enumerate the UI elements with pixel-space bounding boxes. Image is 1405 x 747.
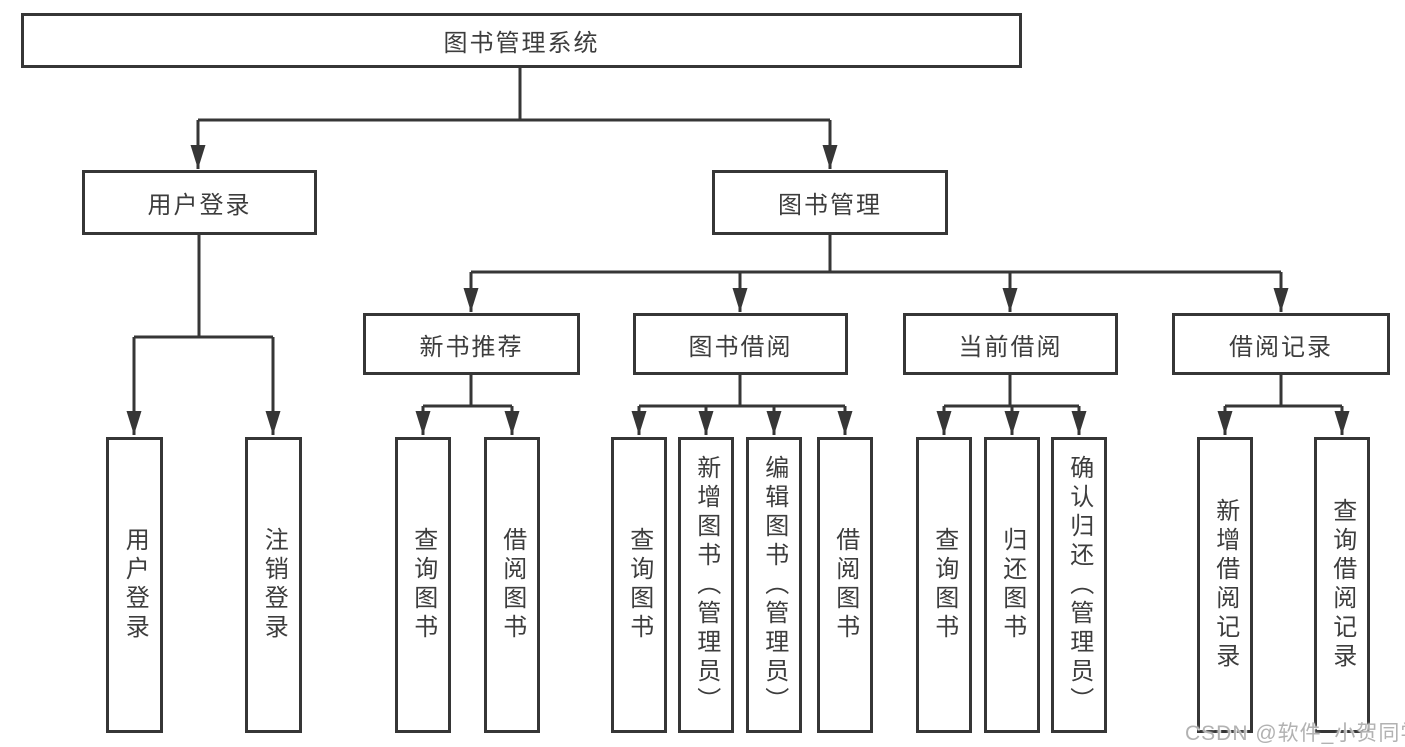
leaf-br-add-record: 新增借阅记录 — [1197, 437, 1253, 733]
leaf-nbr-query-books: 查询图书 — [395, 437, 451, 733]
leaf-cb-return-books: 归还图书 — [984, 437, 1040, 733]
leaf-br-add-record-label: 新增借阅记录 — [1211, 498, 1239, 672]
leaf-br-query-record: 查询借阅记录 — [1314, 437, 1370, 733]
leaf-cb-confirm-return-admin: 确认归还（管理员） — [1051, 437, 1107, 733]
leaf-user-login: 用户登录 — [106, 437, 163, 733]
node-current-borrowing-label: 当前借阅 — [958, 333, 1063, 361]
leaf-bb-add-books-admin: 新增图书（管理员） — [678, 437, 734, 733]
leaf-bb-add-books-admin-label: 新增图书（管理员） — [692, 454, 720, 716]
leaf-user-login-label: 用户登录 — [121, 527, 149, 643]
leaf-cb-confirm-return-admin-label: 确认归还（管理员） — [1065, 454, 1093, 716]
leaf-cb-query-books-label: 查询图书 — [930, 527, 958, 643]
node-book-management: 图书管理 — [712, 170, 948, 235]
leaf-logout-label: 注销登录 — [260, 527, 288, 643]
watermark: CSDN @软件_小贺同学 — [1185, 722, 1405, 745]
node-book-management-label: 图书管理 — [778, 192, 882, 219]
leaf-bb-edit-books-admin-label: 编辑图书（管理员） — [760, 454, 788, 716]
node-book-borrowing-label: 图书借阅 — [688, 333, 793, 361]
leaf-bb-borrow-books-label: 借阅图书 — [831, 527, 859, 643]
leaf-bb-edit-books-admin: 编辑图书（管理员） — [746, 437, 802, 733]
node-current-borrowing: 当前借阅 — [903, 313, 1118, 375]
leaf-cb-query-books: 查询图书 — [916, 437, 972, 733]
node-root: 图书管理系统 — [21, 13, 1022, 68]
node-borrowing-records: 借阅记录 — [1172, 313, 1390, 375]
leaf-nbr-borrow-books: 借阅图书 — [484, 437, 540, 733]
node-new-book-recommendation: 新书推荐 — [363, 313, 580, 375]
leaf-logout: 注销登录 — [245, 437, 302, 733]
node-new-book-recommendation-label: 新书推荐 — [419, 333, 524, 361]
leaf-br-query-record-label: 查询借阅记录 — [1328, 498, 1356, 672]
node-root-label: 图书管理系统 — [443, 30, 600, 57]
leaf-bb-query-books: 查询图书 — [611, 437, 667, 733]
leaf-nbr-query-books-label: 查询图书 — [409, 527, 437, 643]
node-borrowing-records-label: 借阅记录 — [1229, 333, 1333, 361]
leaf-bb-borrow-books: 借阅图书 — [817, 437, 873, 733]
leaf-nbr-borrow-books-label: 借阅图书 — [498, 527, 526, 643]
node-user-login-label: 用户登录 — [147, 192, 252, 219]
leaf-bb-query-books-label: 查询图书 — [625, 527, 653, 643]
node-user-login: 用户登录 — [82, 170, 317, 235]
node-book-borrowing: 图书借阅 — [633, 313, 848, 375]
leaf-cb-return-books-label: 归还图书 — [998, 527, 1026, 643]
